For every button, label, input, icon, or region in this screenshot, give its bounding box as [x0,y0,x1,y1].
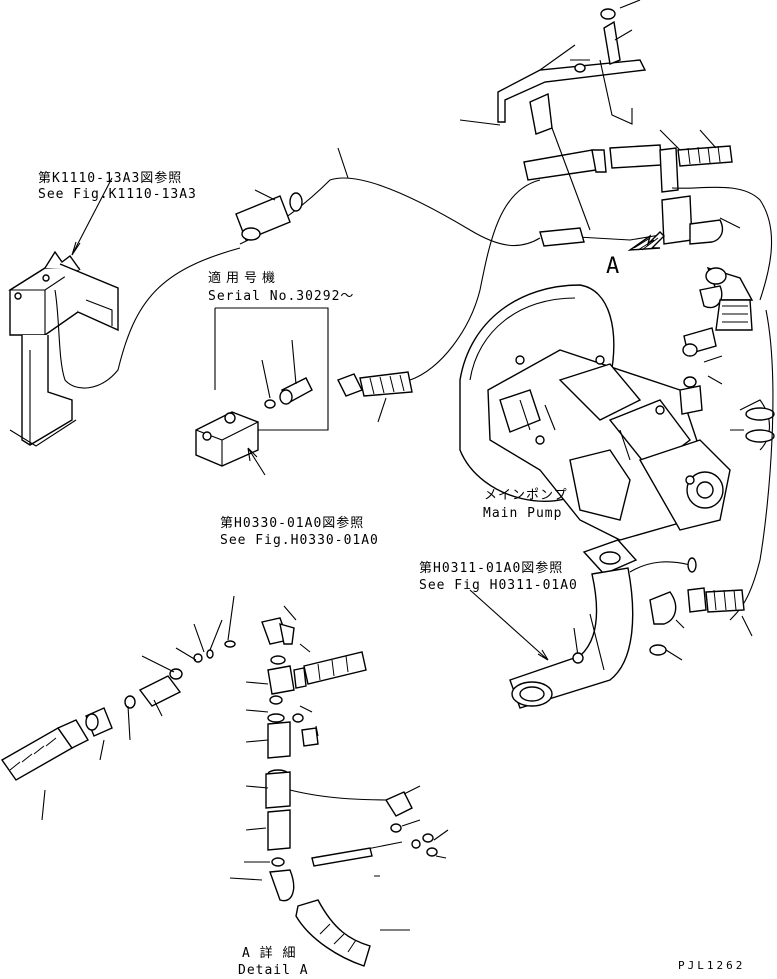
drawing-code: PJL1262 [678,959,746,972]
ref-h0330-label-jp: 第H0330-01A0図参照 [220,516,365,531]
view-a-marker: A [606,254,621,279]
ref-h0330-label-en: See Fig.H0330-01A0 [220,533,379,548]
serial-inset-box [195,307,329,476]
view-a-arrow [627,231,665,251]
left-bracket-assembly [8,177,241,447]
ref-h0311-label-en: See Fig H0311-01A0 [419,578,578,593]
main-pump-label-jp: メインポンプ [484,488,568,503]
detail-a-exploded [0,595,449,967]
detail-a-label-en: Detail A [238,963,309,978]
suction-elbow [469,539,697,709]
upper-right-bracket [459,0,741,247]
serial-label-en: Serial No.30292～ [208,289,355,304]
right-hoses [649,186,775,661]
serial-label-jp: 適用号機 [208,271,281,286]
detail-a-label-jp: A 詳 細 [242,946,297,961]
ref-h0311-label-jp: 第H0311-01A0図参照 [419,561,564,576]
throttle-cable [235,147,541,247]
main-pump-label-en: Main Pump [483,506,563,521]
ref-k1110-label-en: See Fig.K1110-13A3 [38,187,197,202]
hose-to-pump [337,179,541,423]
main-pump [459,284,731,541]
ref-k1110-label-jp: 第K1110-13A3図参照 [38,171,183,186]
